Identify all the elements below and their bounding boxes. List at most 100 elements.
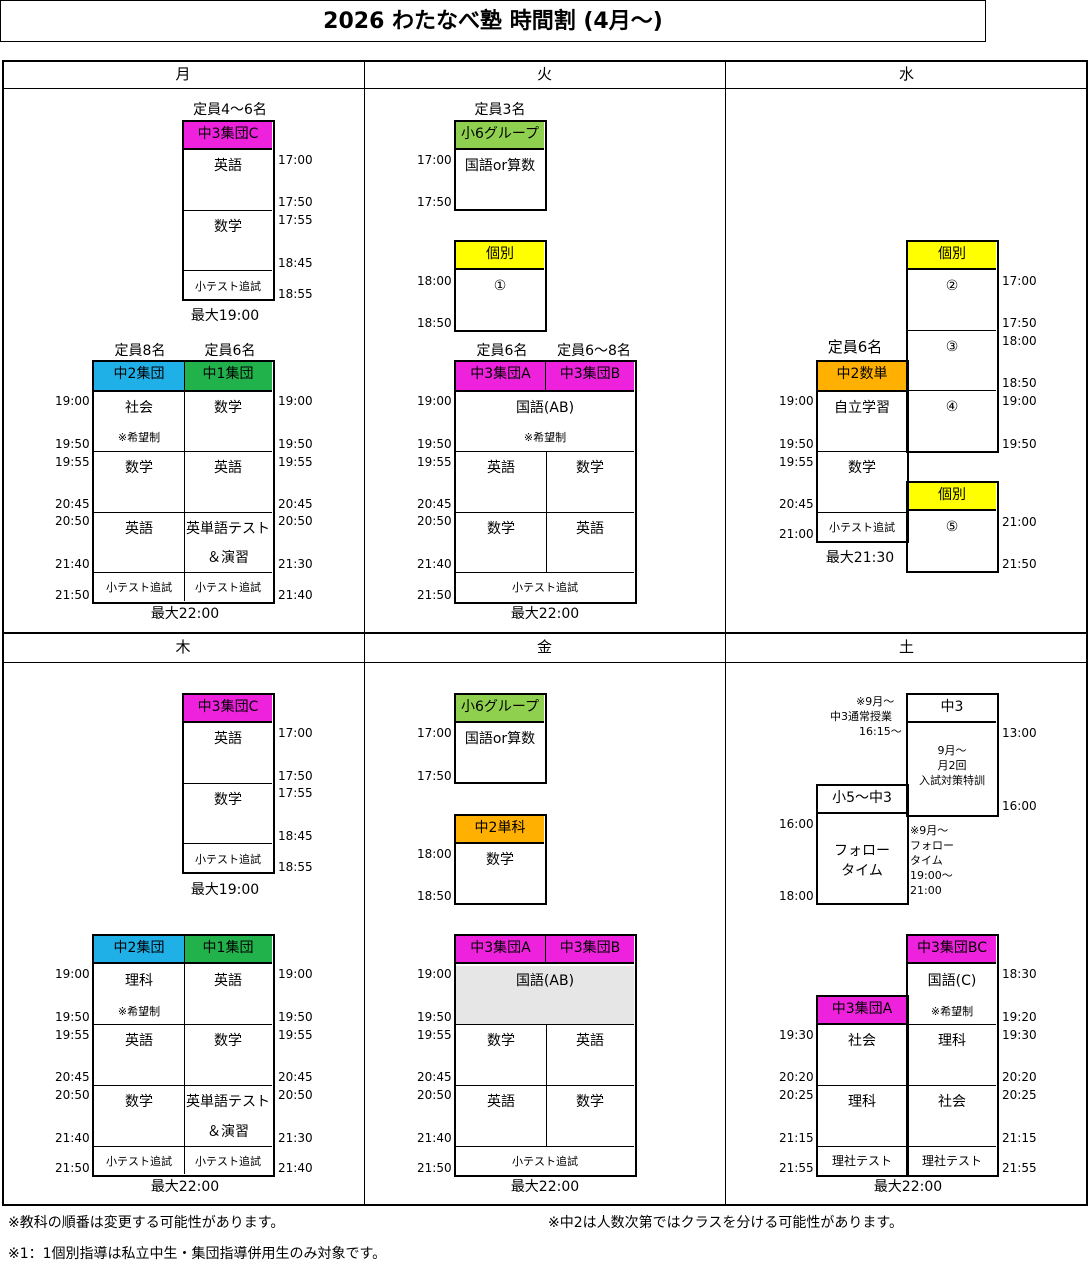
time-label: 20:50 [417, 1088, 452, 1102]
time-label: 21:55 [779, 1161, 814, 1175]
subject-cell: 理科 [938, 1033, 966, 1049]
slot-number: ① [493, 278, 507, 294]
subject-cell: 小テスト追試 [106, 1155, 172, 1168]
class-block-kobetsu-234: 個別 ② ③ ④ [906, 240, 999, 453]
capacity-label: 定員3名 [474, 102, 526, 118]
row-separator [908, 1085, 996, 1086]
row-separator [818, 1146, 906, 1147]
time-label: 17:50 [278, 769, 313, 783]
subject-cell: 数学 [214, 219, 242, 235]
time-label: 21:40 [55, 1131, 90, 1145]
class-header: 個別 [908, 483, 996, 511]
time-label: 21:40 [417, 557, 452, 571]
capacity-label: 定員6名 [204, 343, 256, 359]
subject-cell: 小テスト追試 [195, 280, 261, 293]
time-label: 17:00 [1002, 274, 1037, 288]
day-header-sat: 土 [898, 638, 914, 656]
capacity-label: 定員6名 [827, 338, 883, 356]
subject-cell: フォロー [834, 843, 890, 859]
time-label: 19:20 [1002, 1010, 1037, 1024]
time-label: 20:25 [779, 1088, 814, 1102]
subject-cell: 数学 [487, 1033, 515, 1049]
note-cell: ※希望制 [523, 431, 567, 444]
subject-cell: 社会 [848, 1033, 876, 1049]
time-label: 20:50 [417, 514, 452, 528]
time-label: 20:50 [278, 1088, 313, 1102]
subject-cell: 国語(AB) [515, 973, 575, 989]
row-separator [94, 572, 272, 573]
class-header: 中3 [908, 695, 996, 723]
time-label: 20:20 [1002, 1070, 1037, 1084]
note-cell: ※希望制 [930, 1005, 974, 1018]
time-label: 19:55 [55, 1028, 90, 1042]
max-time-label: 最大22:00 [150, 1179, 220, 1195]
row-separator [94, 1085, 272, 1086]
time-label: 21:40 [278, 1161, 313, 1175]
subject-cell: 英語 [576, 521, 604, 537]
class-header: 中3集団A [456, 936, 546, 964]
shaded-cell [456, 966, 634, 1024]
row-separator [94, 1146, 272, 1147]
note-label: フォロー [910, 839, 954, 852]
subject-cell: 数学 [576, 460, 604, 476]
class-block-chu2-tanka: 中2単科 数学 [454, 814, 547, 905]
time-label: 19:50 [278, 437, 313, 451]
time-label: 19:00 [1002, 394, 1037, 408]
row-separator [456, 451, 634, 452]
class-block-chu3-bc: 中3集団BC 国語(C) ※希望制 理科 社会 理社テスト [906, 934, 999, 1177]
subject-cell: 英語 [487, 1094, 515, 1110]
note-label: 16:15〜 [859, 725, 902, 738]
slot-number: ② [945, 278, 959, 294]
time-label: 16:00 [779, 817, 814, 831]
subject-cell: 社会 [125, 400, 153, 416]
time-label: 17:55 [278, 213, 313, 227]
time-label: 21:00 [1002, 515, 1037, 529]
time-label: 20:45 [55, 497, 90, 511]
slot-number: ④ [945, 399, 959, 415]
time-label: 19:00 [55, 967, 90, 981]
subject-cell: タイム [841, 863, 883, 879]
subject-cell: 数学 [214, 400, 242, 416]
footer-note: ※教科の順番は変更する可能性があります。 [8, 1215, 285, 1231]
capacity-label: 定員8名 [114, 343, 166, 359]
subject-cell: 英語 [487, 460, 515, 476]
time-label: 19:30 [779, 1028, 814, 1042]
time-label: 19:55 [55, 455, 90, 469]
day-header-wed: 水 [898, 65, 914, 83]
time-label: 13:00 [1002, 726, 1037, 740]
note-label: ※9月〜 [910, 824, 949, 837]
class-block-chu3-special: 中3 9月〜 月2回 入試対策特訓 [906, 693, 999, 817]
max-time-label: 最大22:00 [873, 1179, 943, 1195]
note-label: 19:00〜 [910, 869, 953, 882]
subject-cell: 英単語テスト [186, 1094, 270, 1110]
time-label: 17:00 [417, 726, 452, 740]
subject-cell: 小テスト追試 [195, 853, 261, 866]
class-header: 小6グループ [456, 122, 544, 150]
day-header-mon: 月 [175, 65, 191, 83]
note-cell: ※希望制 [117, 431, 161, 444]
class-block-sho6: 小6グループ 国語or算数 [454, 693, 547, 784]
time-label: 21:30 [278, 1131, 313, 1145]
row-separator [818, 451, 906, 452]
time-label: 19:30 [1002, 1028, 1037, 1042]
day-header-fri: 金 [536, 638, 552, 656]
time-label: 21:50 [55, 1161, 90, 1175]
class-header: 小6グループ [456, 695, 544, 723]
page-title: 2026 わたなべ塾 時間割 (4月〜) [0, 0, 986, 42]
row-separator [456, 1024, 634, 1025]
max-time-label: 最大19:00 [190, 882, 260, 898]
row-separator [456, 512, 634, 513]
time-label: 19:50 [55, 1010, 90, 1024]
time-label: 18:00 [417, 847, 452, 861]
subject-cell: 英語 [576, 1033, 604, 1049]
max-time-label: 最大21:30 [825, 550, 895, 566]
capacity-label: 定員6〜8名 [557, 343, 631, 359]
subject-cell: 9月〜 [937, 744, 967, 757]
row-separator [184, 270, 272, 271]
subject-cell: 英語 [214, 731, 242, 747]
class-header: 個別 [456, 242, 544, 270]
class-block-chu3-ab: 中3集団A 中3集団B 国語(AB) 数学 英語 英語 数学 小テスト追試 [454, 934, 637, 1177]
note-label: 中3通常授業 [830, 710, 892, 723]
note-label: 21:00 [910, 884, 942, 897]
time-label: 18:50 [1002, 376, 1037, 390]
